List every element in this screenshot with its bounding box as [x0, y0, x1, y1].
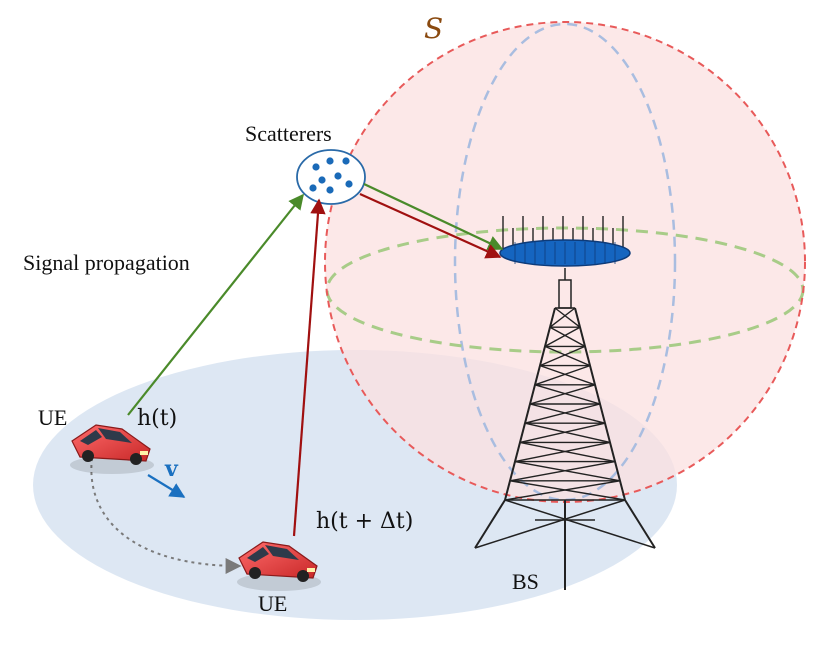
tower-brace	[509, 460, 616, 482]
tower-brace	[544, 345, 591, 367]
tower-brace	[504, 480, 621, 501]
scatterers-cluster	[296, 149, 366, 205]
green-path-ue-to-scatterers	[127, 193, 304, 416]
channel-t-label: h(t)	[137, 406, 177, 431]
base-station-tower	[474, 268, 656, 590]
tower-brace	[549, 307, 576, 328]
ue-label-start: UE	[38, 405, 67, 430]
scatterer-dot	[334, 172, 342, 180]
sphere-label: S	[424, 12, 443, 45]
car-headlight	[140, 451, 148, 455]
car-windshield	[265, 545, 299, 560]
tower-brace	[524, 422, 611, 444]
signal-propagation-label: Signal propagation	[23, 250, 190, 275]
green-path-scatterers-to-bs	[363, 183, 504, 251]
ue-car-icon-moved	[237, 541, 321, 591]
scatterer-dot	[318, 176, 326, 184]
tower-brace	[519, 441, 616, 463]
channel-t-dt-label: h(t + Δt)	[316, 509, 413, 534]
red-path-scatterers-to-bs	[359, 192, 502, 259]
car-wheel	[297, 570, 309, 582]
scatterers-label: Scatterers	[245, 121, 332, 146]
tower-brace	[544, 326, 581, 348]
tower-base-brace	[474, 499, 626, 549]
car-wheel	[130, 453, 142, 465]
scatterer-dot	[342, 157, 350, 165]
velocity-arrow	[147, 474, 186, 498]
car-headlight	[307, 568, 315, 572]
velocity-label: v	[164, 456, 179, 482]
red-path-ue-to-scatterers	[292, 198, 326, 537]
car-wheel	[249, 567, 261, 579]
ue-label-end: UE	[258, 591, 287, 616]
scatterer-dot	[309, 184, 317, 192]
tower-brace	[514, 441, 611, 463]
scatterer-dot	[312, 163, 320, 171]
tower-brace	[514, 460, 621, 482]
bs-label: BS	[512, 569, 539, 594]
tower-brace	[534, 364, 591, 386]
scatterer-dot	[326, 157, 334, 165]
car-wheel	[82, 450, 94, 462]
car-windshield	[98, 428, 132, 443]
tower-brace	[539, 364, 596, 386]
tower-brace	[509, 480, 626, 501]
tower-brace	[519, 422, 606, 444]
scatterer-dot	[345, 180, 353, 188]
tower-brace	[529, 384, 596, 405]
tower-base-leg	[474, 499, 506, 549]
tower-brace	[549, 326, 586, 348]
tower-brace	[524, 403, 601, 424]
sphere-meridian	[453, 22, 677, 502]
tower-brace	[554, 307, 581, 328]
car-window	[80, 430, 102, 445]
scatterer-dot	[326, 186, 334, 194]
tower-base-leg	[624, 499, 656, 549]
tower-brace	[539, 345, 586, 367]
tower-base-brace	[504, 499, 656, 549]
tower-brace	[534, 384, 601, 405]
ue-car-icon	[70, 424, 154, 474]
tower-brace	[529, 403, 606, 424]
car-window	[247, 547, 269, 562]
ue-trajectory	[90, 457, 242, 574]
